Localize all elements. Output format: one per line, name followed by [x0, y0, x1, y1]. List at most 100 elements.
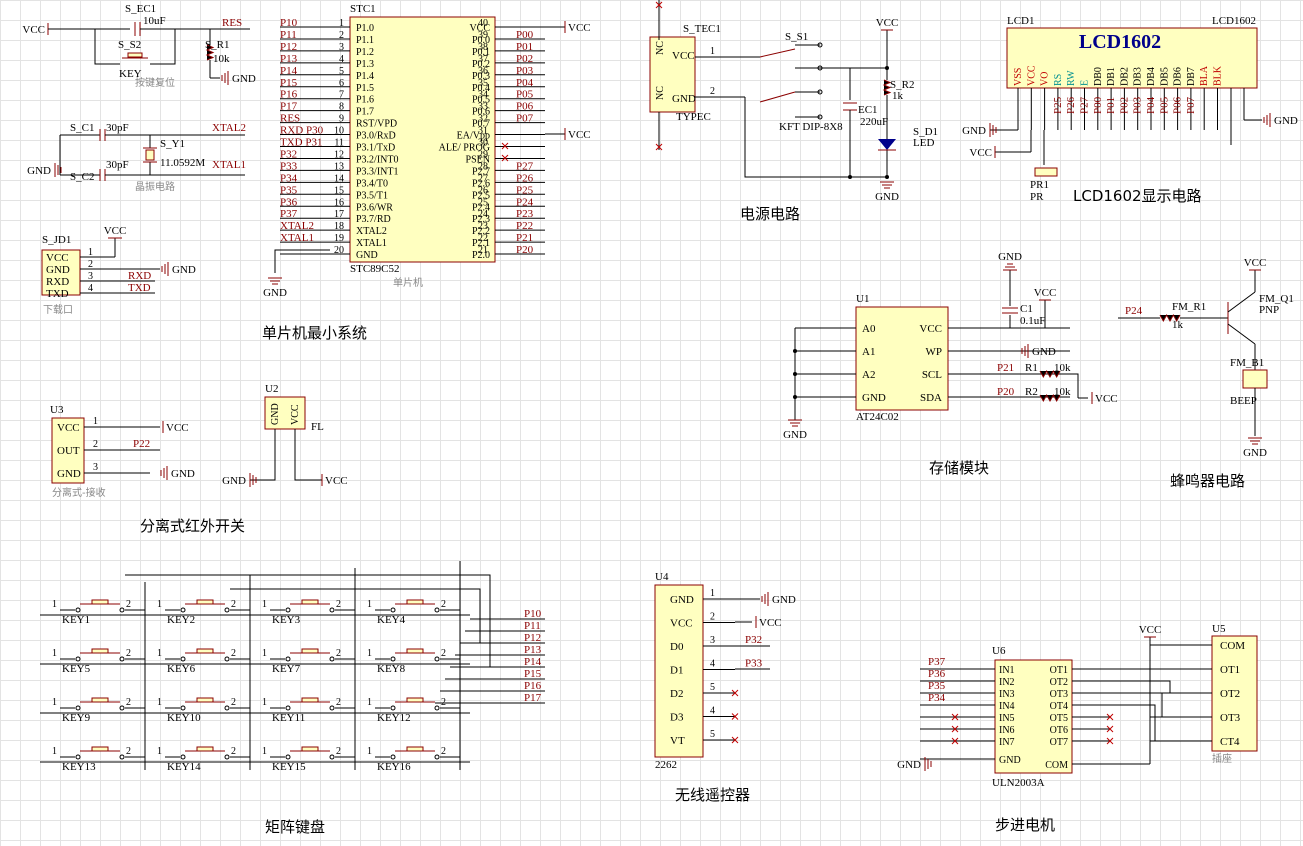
gnd-label: GND — [172, 264, 196, 276]
mcu-pin-p0.1: P0.1 — [472, 47, 490, 58]
lcd-pin-rs: RS — [1053, 74, 1064, 86]
key-pin-num: 2 — [126, 697, 131, 708]
key-pin-num: 1 — [262, 697, 267, 708]
mcu-pin-num: 37 — [478, 54, 488, 65]
vcc-label: VCC — [969, 147, 992, 159]
junction-dot — [793, 349, 797, 353]
u2-gnd: GND — [270, 403, 281, 425]
keypad-net: P10 — [524, 608, 542, 620]
lcd-pin-net: P06 — [1172, 96, 1184, 114]
gnd-label: GND — [171, 468, 195, 480]
vcc-label: VCC — [325, 475, 348, 487]
mcu-left-net: P37 — [280, 208, 298, 220]
pr-label: PR — [1030, 191, 1044, 203]
mcu-pin-num: 32 — [478, 114, 488, 125]
pwr-pin-num: 2 — [710, 86, 715, 97]
r2eeprom-name: R2 — [1025, 386, 1038, 398]
no-connect-mark — [731, 689, 739, 697]
mcu-pin-num: 27 — [478, 173, 488, 184]
socket-comment: 插座 — [1212, 752, 1232, 765]
key-contact — [390, 705, 396, 711]
keypad-net: P15 — [524, 668, 542, 680]
uln-in-in6: IN6 — [999, 725, 1015, 736]
gnd-label: GND — [263, 287, 287, 299]
mcu-right-net: P26 — [516, 172, 534, 184]
no-connect-mark — [731, 713, 739, 720]
reset-switch-name: S_S2 — [118, 39, 141, 51]
reset-cap-name: S_EC1 — [125, 3, 156, 15]
title-lcd: LCD1602显示电路 — [1073, 187, 1202, 205]
key-14: KEY14 — [167, 761, 201, 773]
lcd-pin-net: P05 — [1158, 96, 1170, 114]
lcd-pin-net: P26 — [1065, 96, 1077, 114]
header-pin-rxd: RXD — [46, 276, 69, 288]
vcc-label: VCC — [759, 617, 782, 629]
key-contact — [285, 656, 291, 662]
mcu-pin-ale/ prog: ALE/ PROG — [439, 143, 490, 154]
key-cap — [91, 697, 109, 703]
eeprom-part: AT24C02 — [856, 411, 899, 423]
ir-pin-num: 2 — [93, 439, 98, 450]
ec1-value: 220uF — [860, 116, 888, 128]
key-pin-num: 1 — [367, 648, 372, 659]
c2-name: S_C2 — [70, 171, 94, 183]
reset-comment: 按键复位 — [135, 76, 175, 89]
mcu-right-net: P03 — [516, 65, 534, 77]
lcd-pin-blk: BLK — [1213, 65, 1224, 86]
mcu-left-net: RXD P30 — [280, 125, 324, 137]
c1eeprom-value: 0.1uF — [1020, 315, 1045, 327]
switch-contact — [817, 89, 823, 95]
mcu-left-net: RES — [280, 113, 300, 125]
q1-name: FM_Q1 — [1259, 293, 1294, 305]
remote-pin-vt: VT — [670, 735, 685, 747]
key-cap — [406, 599, 424, 605]
mcu-pin-p1.0: P1.0 — [356, 23, 374, 34]
q1-pnp: PNP — [1259, 304, 1279, 316]
ir-p22: P22 — [133, 438, 150, 450]
mcu-left-net: TXD P31 — [280, 137, 322, 149]
header-comment: 下载口 — [43, 304, 73, 316]
uln-in-in1: IN1 — [999, 665, 1015, 676]
mcu-pin-num: 5 — [339, 66, 344, 77]
ir-body — [51, 417, 85, 484]
ir-comment: 分离式-接收 — [52, 486, 106, 499]
key-4: KEY4 — [377, 614, 406, 626]
no-connect-mark — [1106, 725, 1114, 733]
key-contact — [329, 607, 335, 613]
key-contact — [329, 754, 335, 760]
mcu-pin-num: 35 — [478, 78, 488, 89]
mcu-pin-p2.6: P2.6 — [472, 178, 490, 189]
mcu-pin-num: 12 — [334, 149, 344, 160]
mcu-pin-num: 19 — [334, 233, 344, 244]
key-7: KEY7 — [272, 663, 301, 675]
keypad-bus — [125, 574, 491, 667]
gnd-label: GND — [998, 251, 1022, 263]
mcu-pin-num: 21 — [478, 245, 488, 256]
remote-pin-num: 3 — [710, 635, 715, 646]
lcd-pin-net: P03 — [1132, 96, 1144, 114]
typec-vcc: VCC — [672, 50, 695, 62]
header-name: S_JD1 — [42, 234, 71, 246]
mcu-pin-num: 4 — [339, 54, 344, 65]
key-15: KEY15 — [272, 761, 306, 773]
mcu-pin-p0.2: P0.2 — [472, 59, 490, 70]
key-contact — [119, 656, 125, 662]
mcu-left-net: P32 — [280, 148, 297, 160]
key-contact — [75, 754, 81, 760]
lcd-pin-vss: VSS — [1013, 68, 1024, 86]
mcu-left-net: P10 — [280, 17, 298, 29]
xtal1-net: XTAL1 — [212, 159, 246, 171]
header-pin-num: 3 — [88, 271, 93, 282]
vcc-label: VCC — [1034, 287, 1057, 299]
key-contact — [434, 754, 440, 760]
reset-r-value: 10k — [213, 53, 230, 65]
socket-wire — [1110, 704, 1212, 742]
mcu-pin-p3.3/int1: P3.3/INT1 — [356, 166, 399, 177]
mcu-left-net: P15 — [280, 77, 298, 89]
key-contact — [285, 754, 291, 760]
mcu-pin-num: 8 — [339, 102, 344, 113]
title-power: 电源电路 — [740, 205, 800, 223]
r2-value: 1k — [892, 90, 904, 102]
header-pin-num: 1 — [88, 247, 93, 258]
key-contact — [390, 656, 396, 662]
